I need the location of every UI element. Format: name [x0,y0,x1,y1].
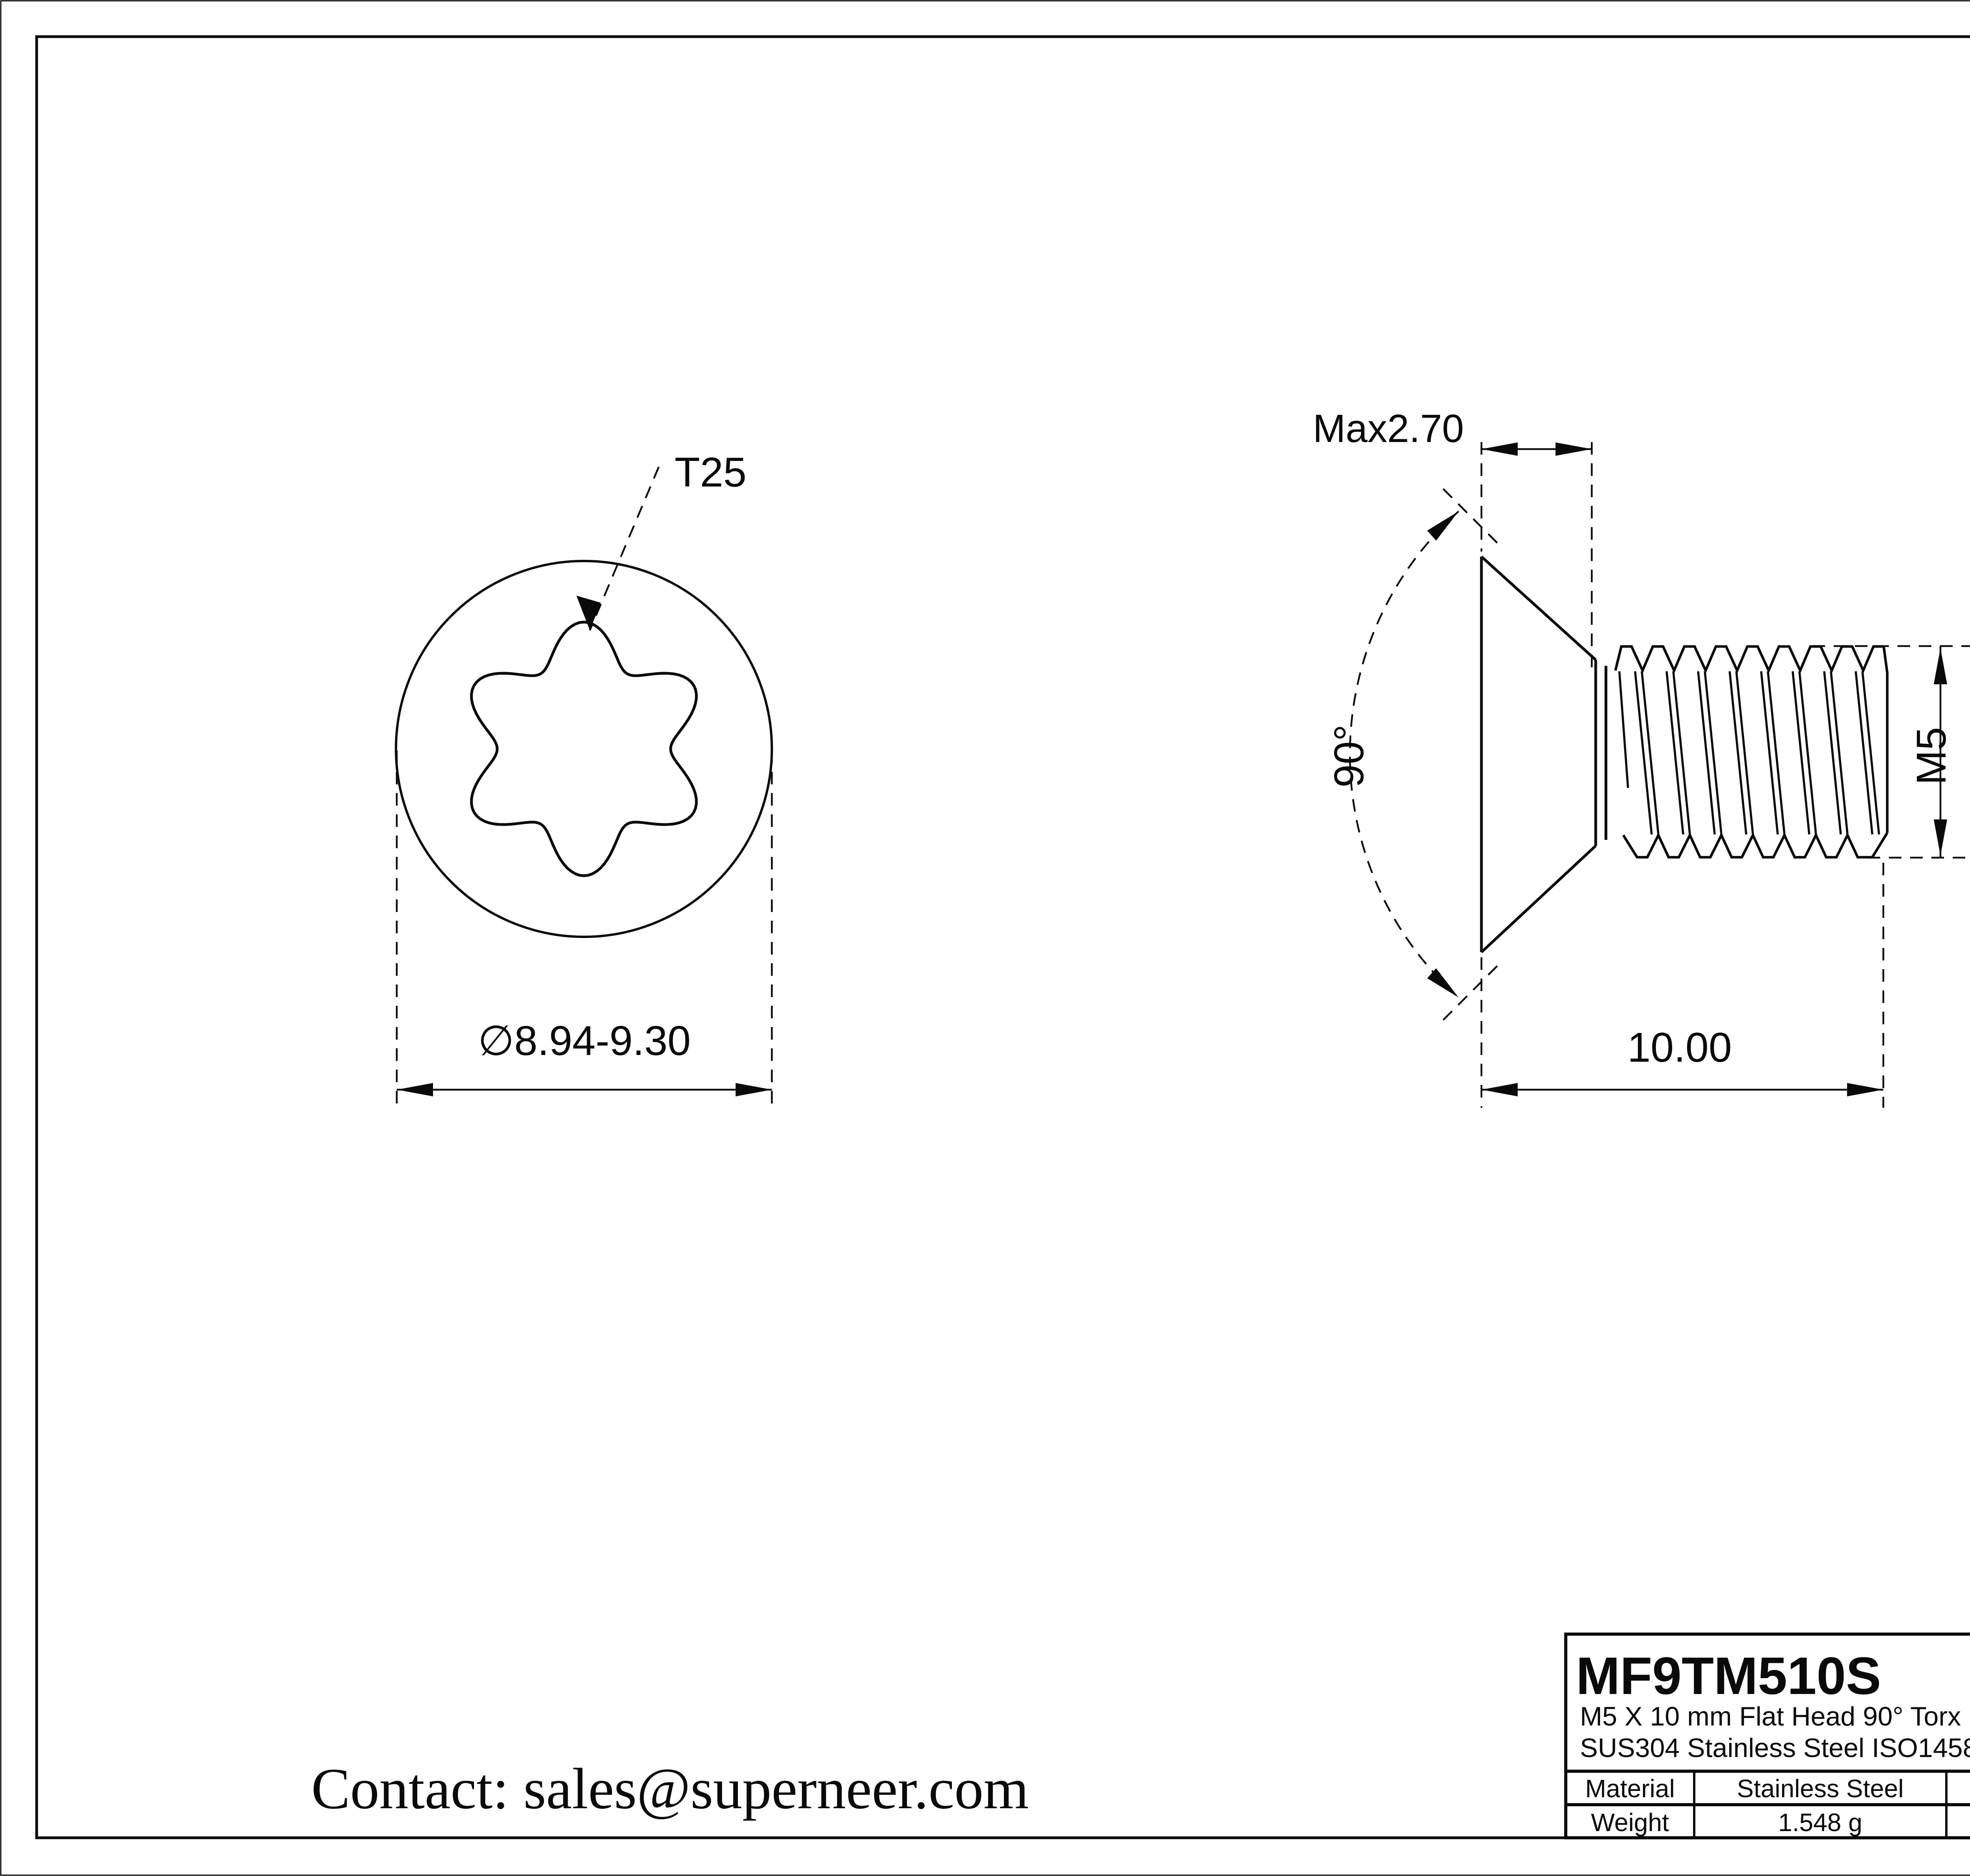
head-height-extension-lines [1481,442,1592,670]
head-outline-circle [396,561,772,937]
dim-arrow-right [736,1083,772,1096]
thread-bottom-crests [1623,835,1872,857]
torx-recess-outline [472,622,697,876]
contact-line: Contact: sales@superneer.com [311,1757,1029,1821]
weight-value: 1.548 g [1778,1808,1862,1837]
head-height-arrow-left [1481,442,1518,456]
thread-size-label: M5 [1908,727,1955,785]
length-arrow-right [1847,1083,1883,1096]
countersink-angle-label: 90° [1326,724,1372,788]
front-view: T25 ∅8.94-9.30 [396,449,772,1109]
drawing-frame [37,37,1970,1838]
drive-size-label: T25 [675,449,747,496]
length-arrow-left [1481,1083,1518,1096]
t25-leader-line [590,467,659,630]
diameter-label: ∅8.94-9.30 [478,1018,691,1064]
side-view: Max2.70 90° M5 10.00 [1313,407,1970,1108]
thread-flank-lines [1619,671,1879,834]
thread-dia-arrow-bottom [1934,819,1947,856]
head-height-arrow-right [1556,442,1592,456]
material-label: Material [1585,1774,1675,1803]
dim-arrow-left [397,1083,433,1096]
description-line2: SUS304 Stainless Steel ISO14581 [1580,1733,1970,1763]
thread-top-crests [1615,646,1884,671]
thread-end-chamfer [1872,646,1887,857]
description-line1: M5 X 10 mm Flat Head 90° Torx Machine Sc… [1580,1701,1970,1731]
thread-dia-arrow-top [1934,648,1947,684]
length-extension-lines [1481,863,1883,1108]
title-block: MF9TM510S M5 X 10 mm Flat Head 90° Torx … [1566,1634,1970,1838]
material-value: Stainless Steel [1737,1774,1903,1803]
head-profile [1481,557,1606,952]
part-number: MF9TM510S [1576,1647,1881,1705]
weight-label: Weight [1591,1808,1669,1837]
head-height-label: Max2.70 [1313,407,1464,451]
angle-arrow-bottom [1427,968,1463,1003]
angle-extension-ticks [1438,484,1497,1025]
length-label: 10.00 [1627,1024,1732,1071]
